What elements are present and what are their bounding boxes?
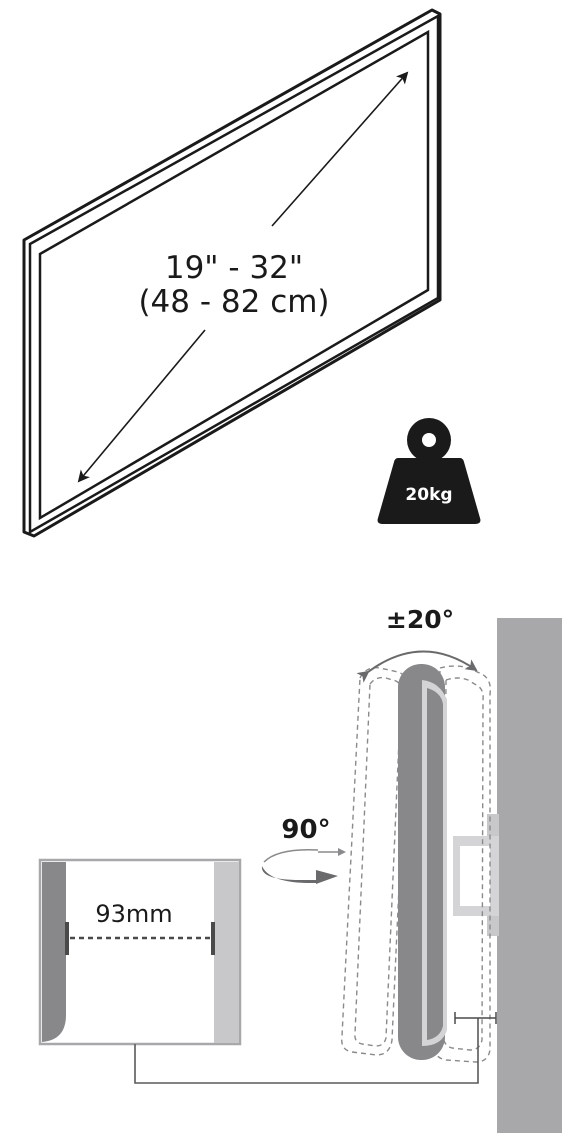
depth-detail-inset: 93mm bbox=[38, 858, 242, 1046]
tv-size-inches-label: 19" - 32" bbox=[165, 250, 303, 286]
weight-icon: 20kg bbox=[377, 418, 481, 524]
swivel-label: 90° bbox=[281, 815, 330, 845]
wall bbox=[497, 618, 562, 1133]
gap-dimension-marker bbox=[454, 1012, 497, 1024]
diagonal-arrow-lower bbox=[77, 329, 206, 483]
tv-side-profile bbox=[398, 664, 447, 1060]
inset-leader-line bbox=[134, 1018, 479, 1084]
diagonal-arrow-upper bbox=[271, 71, 409, 227]
swivel-arrow-icon bbox=[261, 848, 346, 884]
tv-size-cm-label: (48 - 82 cm) bbox=[138, 284, 329, 320]
depth-label: 93mm bbox=[95, 900, 172, 928]
tv-screen-illustration: 19" - 32" (48 - 82 cm) bbox=[22, 8, 442, 538]
tilt-label: ±20° bbox=[386, 605, 454, 634]
max-load-label: 20kg bbox=[405, 485, 452, 505]
tilt-arc-arrow bbox=[356, 650, 478, 683]
wall-bracket bbox=[453, 814, 499, 936]
tv-screen-panel bbox=[38, 29, 430, 521]
